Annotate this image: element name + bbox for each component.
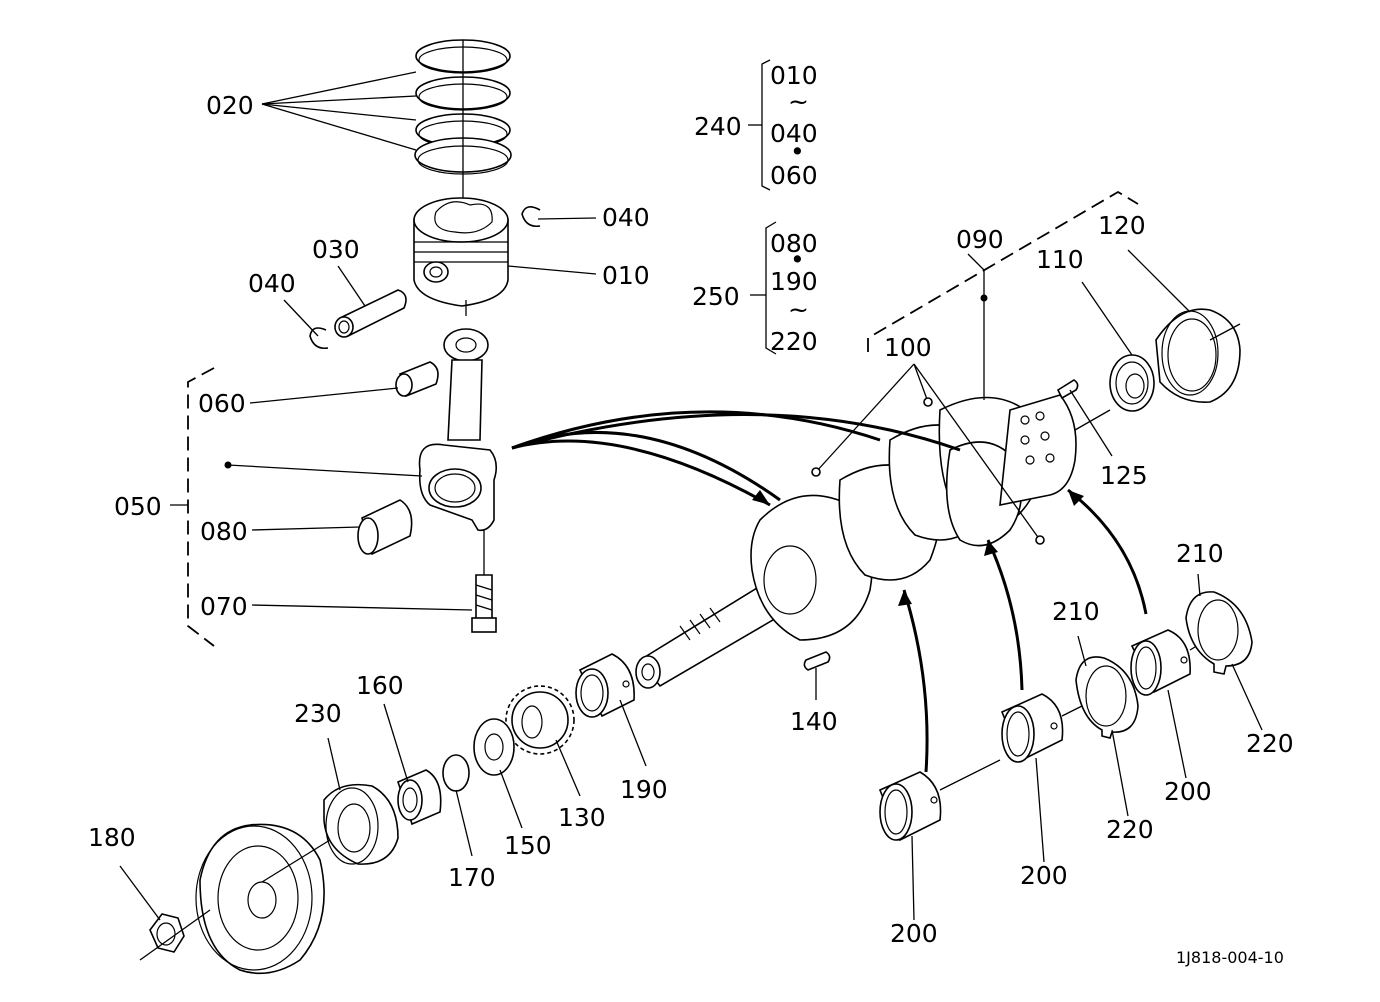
front-seal: [323, 783, 399, 865]
set240-item-1: ~: [788, 87, 809, 116]
main-bearing-b: [1000, 693, 1064, 763]
drawing-code: 1J818-004-10: [1176, 948, 1284, 967]
label-080: 080: [200, 517, 248, 546]
label-030: 030: [312, 235, 360, 264]
label-100: 100: [884, 333, 932, 362]
label-120: 120: [1098, 211, 1146, 240]
main-bearing-c: [1130, 629, 1191, 696]
ball-bearing: [1109, 354, 1155, 412]
crank-pulley: [195, 823, 325, 975]
set240-item-2: 040: [770, 119, 818, 148]
label-250: 250: [692, 282, 740, 311]
label-240: 240: [694, 112, 742, 141]
label-110: 110: [1036, 245, 1084, 274]
thrust-washer-b: [1075, 656, 1139, 739]
set240-item-3: •: [790, 137, 805, 166]
pulley-nut: [149, 913, 185, 953]
seal-ring: [1155, 308, 1241, 403]
o-ring: [442, 754, 470, 792]
label-060: 060: [198, 389, 246, 418]
set250-item-2: 190: [770, 267, 818, 296]
collar: [473, 718, 515, 776]
label-220-middle: 220: [1106, 815, 1154, 844]
label-010: 010: [602, 261, 650, 290]
label-040-left: 040: [248, 269, 296, 298]
woodruff-key: [803, 651, 831, 671]
set-bracket-050: [187, 367, 215, 647]
crank-pin-bearing: [357, 499, 413, 556]
crankshaft: [635, 394, 1111, 689]
small-end-bushing: [395, 361, 439, 398]
set250-item-4: 220: [770, 327, 818, 356]
set-bracket-250: [765, 221, 777, 355]
part-labels: 020 040 040 030 010 060 050 080 070 240 …: [88, 61, 1294, 967]
label-020: 020: [206, 91, 254, 120]
piston-pin: [334, 289, 407, 338]
label-230: 230: [294, 699, 342, 728]
label-160: 160: [356, 671, 404, 700]
crank-gear: [505, 685, 575, 755]
label-210-middle: 210: [1052, 597, 1100, 626]
oil-seal: [397, 769, 442, 826]
label-150: 150: [504, 831, 552, 860]
label-050: 050: [114, 492, 162, 521]
label-170: 170: [448, 863, 496, 892]
con-rod-bolt: [471, 530, 497, 633]
main-bearing-a: [878, 771, 942, 842]
piston: [413, 197, 509, 307]
label-210-right: 210: [1176, 539, 1224, 568]
set240-item-0: 010: [770, 61, 818, 90]
set-bracket-090: [867, 190, 1139, 352]
thrust-washer-c: [1185, 591, 1253, 675]
label-220-right: 220: [1246, 729, 1294, 758]
set-bracket-240: [761, 59, 771, 191]
set240-item-4: 060: [770, 161, 818, 190]
label-190: 190: [620, 775, 668, 804]
label-040-right: 040: [602, 203, 650, 232]
label-200-right: 200: [1164, 777, 1212, 806]
label-090: 090: [956, 225, 1004, 254]
snap-ring: [521, 206, 541, 228]
label-200-middle: 200: [1020, 861, 1068, 890]
label-125: 125: [1100, 461, 1148, 490]
dowel-pin: [1056, 379, 1079, 400]
bearing-190: [575, 653, 635, 718]
label-140: 140: [790, 707, 838, 736]
label-130: 130: [558, 803, 606, 832]
label-070: 070: [200, 592, 248, 621]
set250-item-0: 080: [770, 229, 818, 258]
set250-item-3: ~: [788, 295, 809, 324]
connecting-rod: [418, 300, 498, 532]
set250-item-1: •: [790, 245, 805, 274]
label-200-bottom: 200: [890, 919, 938, 948]
label-180: 180: [88, 823, 136, 852]
piston-rings: [414, 39, 512, 200]
